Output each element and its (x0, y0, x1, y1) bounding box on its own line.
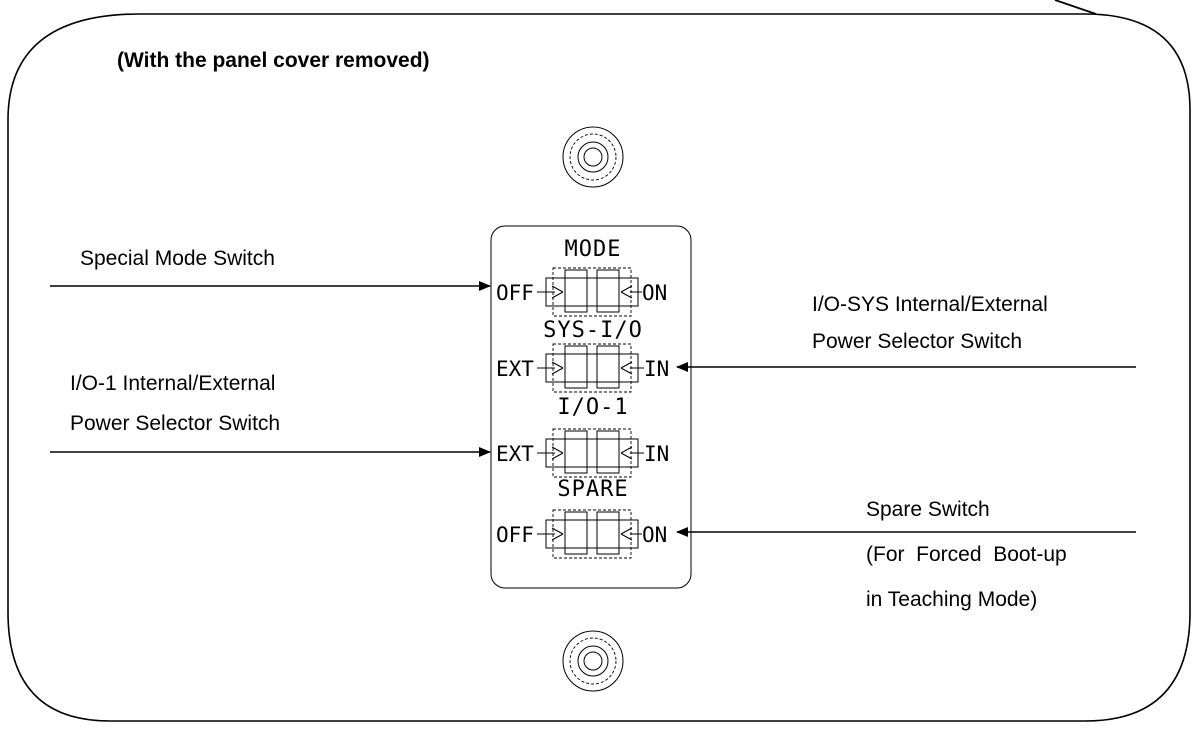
sys-io-switch-name: SYS-I/O (543, 318, 643, 343)
callout-spare-line3: in Teaching Mode) (866, 588, 1037, 611)
io-1-switch-in-label: IN (644, 442, 669, 466)
callout-io-1-line1: I/O-1 Internal/External (70, 372, 275, 395)
sys-io-switch-in-label: IN (644, 357, 669, 381)
callout-io-1-line2: Power Selector Switch (70, 412, 280, 435)
callout-spare-line2: (For Forced Boot-up (866, 543, 1067, 566)
leader-line (1054, 0, 1097, 15)
callout-io-sys-line1: I/O-SYS Internal/External (812, 293, 1048, 316)
callout-spare-line1: Spare Switch (866, 498, 990, 521)
mode-switch-body (537, 267, 642, 317)
spare-switch-on-label: ON (642, 523, 667, 547)
callout-special-mode: Special Mode Switch (80, 247, 275, 270)
bottom-screw (562, 630, 624, 692)
sys-io-switch-ext-label: EXT (496, 357, 534, 381)
mode-switch-off-label: OFF (496, 281, 534, 305)
spare-switch-off-label: OFF (496, 523, 534, 547)
switch-block (490, 225, 692, 589)
callout-io-sys-line2: Power Selector Switch (812, 330, 1022, 353)
mode-switch-on-label: ON (642, 281, 667, 305)
io-1-switch[interactable]: I/O-1 EXT IN (496, 395, 669, 478)
sys-io-switch[interactable]: SYS-I/O EXT IN (496, 318, 669, 393)
io-1-switch-ext-label: EXT (496, 442, 534, 466)
io-1-switch-name: I/O-1 (557, 395, 628, 420)
sys-io-switch-body (537, 343, 644, 393)
spare-switch[interactable]: SPARE OFF ON (496, 477, 667, 559)
spare-switch-name: SPARE (557, 477, 628, 502)
mode-switch[interactable]: MODE OFF ON (496, 237, 667, 317)
top-screw (562, 126, 624, 188)
spare-switch-body (537, 509, 642, 559)
panel-outline (7, 13, 1191, 722)
io-1-switch-body (537, 428, 644, 478)
panel-title: (With the panel cover removed) (117, 49, 430, 72)
mode-switch-name: MODE (565, 237, 622, 262)
